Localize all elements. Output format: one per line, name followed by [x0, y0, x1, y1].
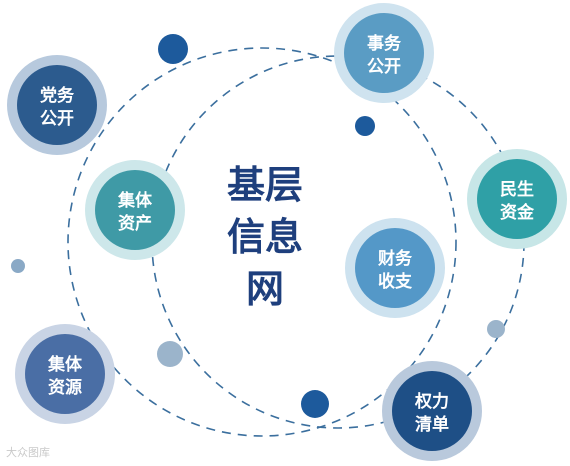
node-power-list: 权力 清单 — [382, 361, 482, 461]
node-label: 清单 — [415, 414, 449, 435]
title-line: 信息 — [227, 215, 303, 259]
node-party-affairs: 党务 公开 — [7, 55, 107, 155]
node-public-affairs: 事务 公开 — [334, 3, 434, 103]
accent-dot — [11, 259, 25, 273]
node-welfare-funds: 民生 资金 — [467, 149, 567, 249]
accent-dot — [157, 341, 183, 367]
node-label: 集体 — [47, 354, 83, 375]
node-label: 财务 — [377, 248, 413, 269]
node-label: 集体 — [117, 190, 153, 211]
accent-dot — [301, 390, 329, 418]
node-label: 党务 — [40, 85, 75, 106]
center-title: 基层 信息 网 — [227, 163, 303, 311]
node-label: 资产 — [118, 213, 152, 234]
outer-right-ring — [151, 55, 525, 429]
node-collective-resources: 集体 资源 — [15, 324, 115, 424]
watermark: 大众图库 — [6, 446, 50, 459]
inner-left-ring — [67, 47, 457, 437]
accent-dot — [158, 34, 188, 64]
node-collective-assets: 集体 资产 — [85, 160, 185, 260]
node-label: 权力 — [414, 391, 449, 412]
node-label: 资金 — [500, 202, 535, 223]
node-finance: 财务 收支 — [345, 218, 445, 318]
title-line: 基层 — [227, 163, 303, 207]
accent-dot — [487, 320, 505, 338]
node-label: 资源 — [48, 377, 82, 398]
node-label: 事务 — [367, 33, 402, 54]
accent-dot — [355, 116, 375, 136]
node-label: 收支 — [378, 271, 413, 292]
title-line: 网 — [246, 267, 284, 311]
node-label: 公开 — [40, 109, 74, 129]
node-label: 民生 — [500, 179, 534, 200]
node-label: 公开 — [367, 57, 401, 77]
